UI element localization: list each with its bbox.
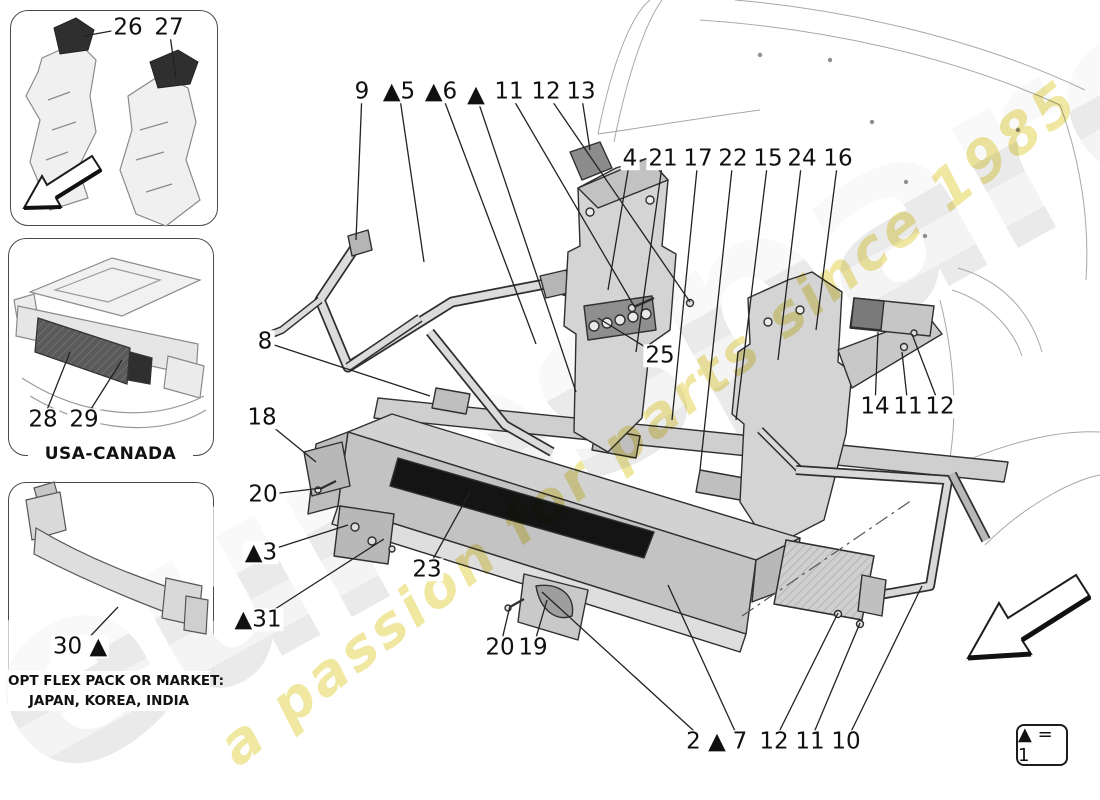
callout-21[interactable]: 21 [646, 145, 680, 172]
callout-14[interactable]: 14 [858, 393, 892, 420]
legend-label: ▲ = 1 [1018, 724, 1053, 766]
callout-26[interactable]: 26 [111, 14, 145, 41]
chassis-frame-illustration [260, 141, 1009, 653]
inset-usa-canada-illustration [13, 257, 207, 429]
callout-15[interactable]: 15 [751, 145, 785, 172]
callout-13[interactable]: 13 [564, 78, 598, 105]
callout-3[interactable]: ▲3 [242, 539, 280, 566]
flex-pack-caption-line1: OPT FLEX PACK OR MARKET: [8, 673, 225, 689]
callout-9[interactable]: 9 [352, 78, 372, 105]
legend-box: ▲ = 1 [1016, 724, 1068, 766]
inset-panel-brackets [10, 10, 218, 226]
callout-19[interactable]: 19 [516, 634, 550, 661]
inset-brackets-illustration [25, 17, 201, 227]
flex-pack-caption-line2: JAPAN, KOREA, INDIA [28, 693, 190, 709]
callout-17[interactable]: 17 [681, 145, 715, 172]
callout-11c[interactable]: 11 [793, 728, 827, 755]
callout-18[interactable]: 18 [245, 404, 279, 431]
callout-11b[interactable]: 11 [891, 393, 925, 420]
flex-pack-caption: OPT FLEX PACK OR MARKET: JAPAN, KOREA, I… [8, 671, 225, 711]
callout-23[interactable]: 23 [410, 556, 444, 583]
callout-7[interactable]: 7 [730, 728, 750, 755]
callout-28[interactable]: 28 [26, 406, 60, 433]
direction-arrow-icon [966, 573, 1092, 661]
car-body-outline [597, 0, 1100, 546]
callout-20a[interactable]: 20 [246, 481, 280, 508]
callout-10[interactable]: 10 [829, 728, 863, 755]
callout-25[interactable]: 25 [643, 342, 677, 369]
callout-12b[interactable]: 12 [923, 393, 957, 420]
panel-direction-arrow-icon [22, 154, 103, 210]
usa-canada-caption: USA-CANADA [28, 444, 193, 464]
callout-5[interactable]: ▲5 [380, 78, 418, 105]
callout-8[interactable]: 8 [255, 328, 275, 355]
callout-20b[interactable]: 20 [483, 634, 517, 661]
leader-lines [42, 27, 941, 743]
callout-6[interactable]: ▲6 [422, 78, 460, 105]
callout-30[interactable]: 30 ▲ [50, 633, 110, 660]
callout-11a[interactable]: 11 [492, 78, 526, 105]
callout-31[interactable]: ▲31 [232, 606, 284, 633]
callout-4[interactable]: 4 [620, 145, 640, 172]
callout-29[interactable]: 29 [67, 406, 101, 433]
inset-flex-pack-illustration [25, 481, 209, 635]
callout-2[interactable]: 2 ▲ [684, 728, 728, 755]
callout-12a[interactable]: 12 [529, 78, 563, 105]
centerline [741, 499, 913, 617]
callout-22[interactable]: 22 [716, 145, 750, 172]
callout-12c[interactable]: 12 [757, 728, 791, 755]
callout-tri[interactable]: ▲ [465, 81, 487, 108]
callout-16[interactable]: 16 [821, 145, 855, 172]
callout-24[interactable]: 24 [785, 145, 819, 172]
callout-27[interactable]: 27 [152, 14, 186, 41]
